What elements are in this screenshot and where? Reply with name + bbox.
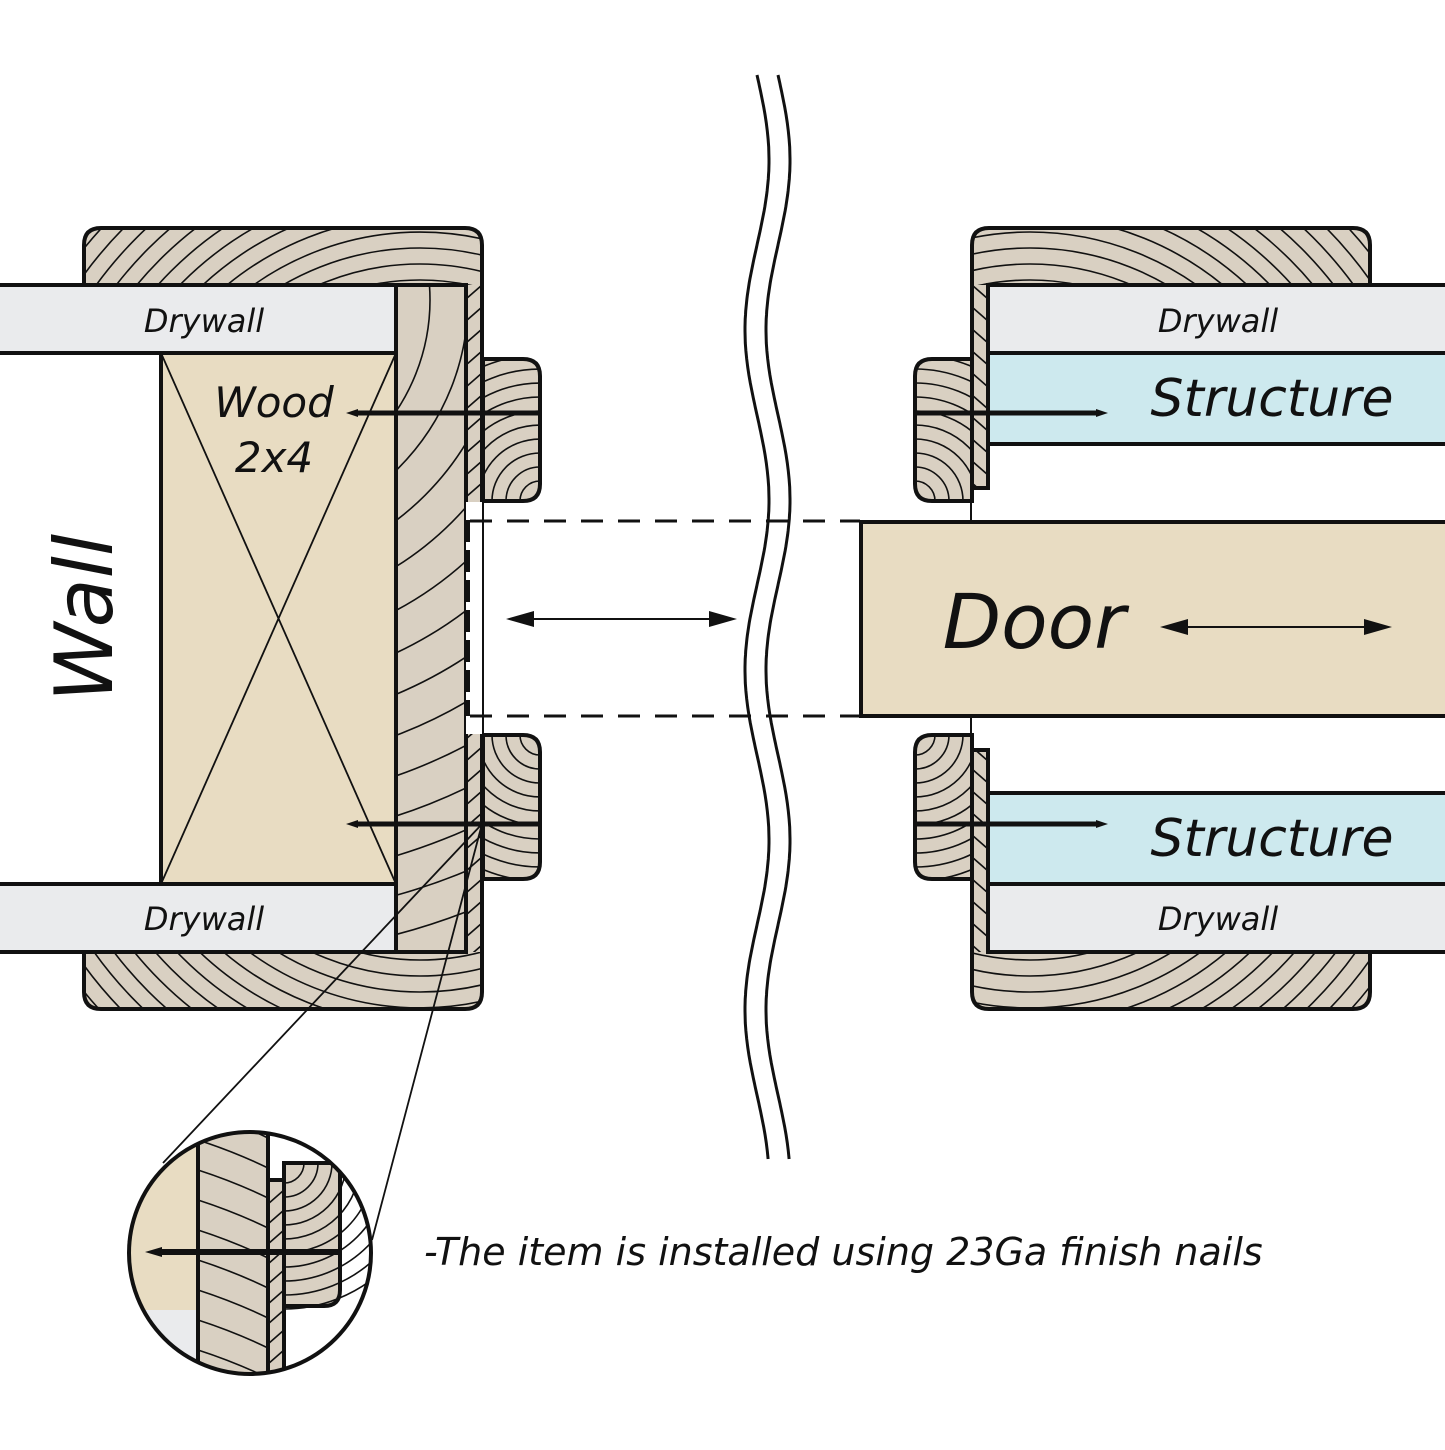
drywall-top-right: [986, 283, 1445, 355]
drywall-bottom-right: [986, 882, 1445, 954]
finish-nail-top-left: [346, 409, 540, 417]
finish-nail-bottom-right: [915, 820, 1108, 828]
door-jamb-left: [394, 283, 468, 954]
left-frame-assembly: Drywall Drywall Wood 2x4: [0, 226, 542, 1011]
structure-top: [986, 351, 1445, 446]
wood-label: Wood: [214, 378, 334, 427]
door-stop-bottom-right: [913, 733, 974, 881]
door-label: Door: [943, 577, 1131, 666]
drywall-bottom-left-label: Drywall: [144, 900, 264, 938]
door-stop-bottom-left: [481, 733, 542, 881]
door-stop-top-right: [913, 357, 974, 503]
trim-cap-bottom-left: [82, 952, 484, 1011]
structure-top-label: Structure: [1150, 369, 1393, 429]
drywall-top-left: [0, 283, 398, 355]
wood-stud-2x4: [159, 351, 398, 886]
detail-magnifier: [127, 1130, 373, 1376]
finish-nail-top-right: [915, 409, 1108, 417]
drywall-top-right-label: Drywall: [1158, 302, 1278, 340]
door-panel: [859, 520, 1445, 718]
detail-leader-lines: [162, 823, 483, 1241]
door-stop-top-left: [481, 357, 542, 503]
trim-cap-bottom-right: [970, 952, 1372, 1011]
wall-label: Wall: [38, 534, 131, 702]
structure-bottom: [986, 791, 1445, 886]
right-frame-assembly: Drywall Structure Structure Drywall: [913, 226, 1445, 1011]
structure-bottom-label: Structure: [1150, 809, 1393, 869]
drywall-top-left-label: Drywall: [144, 302, 264, 340]
finish-nail-bottom-left: [346, 820, 540, 828]
travel-arrow-door: [1160, 619, 1392, 635]
wood-size-label: 2x4: [235, 433, 313, 482]
drywall-bottom-right-label: Drywall: [1158, 900, 1278, 938]
installation-note: -The item is installed using 23Ga finish…: [424, 1230, 1263, 1274]
travel-arrow-left: [506, 611, 737, 627]
break-line: [743, 74, 792, 1160]
